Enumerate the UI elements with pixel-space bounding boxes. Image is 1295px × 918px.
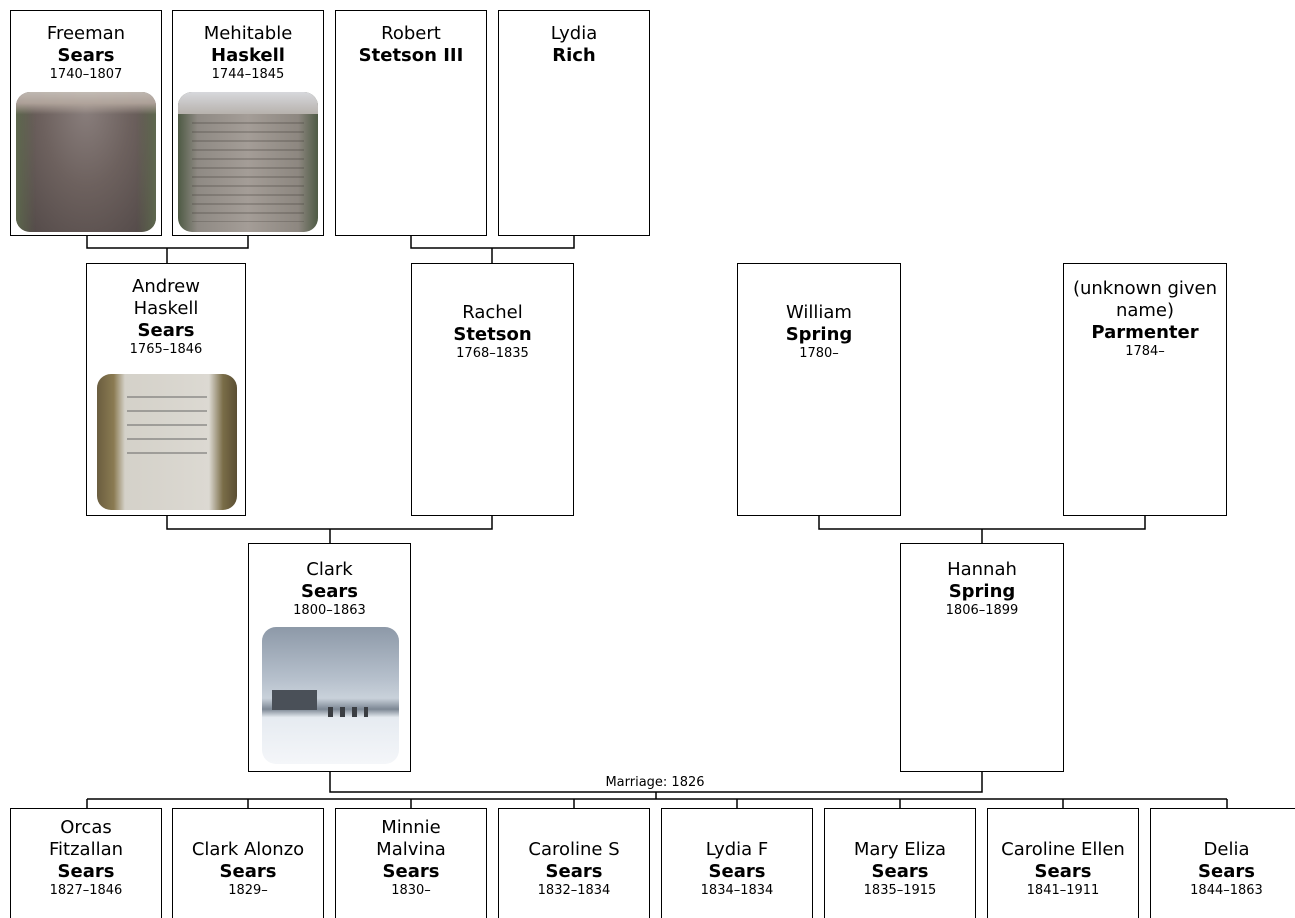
life-dates: 1768–1835 (456, 346, 529, 361)
surname: Stetson (453, 324, 532, 345)
life-dates: 1830– (391, 883, 431, 898)
life-dates: 1832–1834 (537, 883, 611, 898)
given-name: Rachel (462, 302, 523, 323)
surname: Sears (545, 861, 603, 882)
given-name: Robert (381, 23, 441, 44)
surname: Sears (219, 861, 277, 882)
given-name: Delia (1203, 839, 1250, 860)
given-name: Mary Eliza (853, 839, 947, 860)
child-card[interactable]: Mary Eliza Sears 1835–1915 (824, 808, 976, 918)
life-dates: 1827–1846 (49, 883, 123, 898)
life-dates: 1784– (1125, 344, 1165, 359)
surname: Spring (785, 324, 853, 345)
gravestone-photo[interactable] (178, 92, 318, 232)
given-name: (unknown given name) (1072, 278, 1218, 321)
person-card-mehitable-haskell[interactable]: Mehitable Haskell 1744–1845 (172, 10, 324, 236)
person-card-william-spring[interactable]: William Spring 1780– (737, 263, 901, 516)
surname: Sears (382, 861, 440, 882)
person-card-rachel-stetson[interactable]: Rachel Stetson 1768–1835 (411, 263, 574, 516)
person-card-parmenter[interactable]: (unknown given name) Parmenter 1784– (1063, 263, 1227, 516)
given-name: Hannah (947, 559, 1017, 580)
given-name: Orcas Fitzallan (48, 817, 124, 860)
surname: Rich (552, 45, 596, 66)
surname: Sears (1034, 861, 1092, 882)
given-name: Caroline S (528, 839, 620, 860)
surname: Sears (57, 861, 115, 882)
given-name: Freeman (46, 23, 126, 44)
gravestone-photo[interactable] (97, 374, 237, 510)
person-card-andrew-sears[interactable]: Andrew Haskell Sears 1765–1846 (86, 263, 246, 516)
life-dates: 1765–1846 (129, 342, 203, 357)
life-dates: 1834–1834 (700, 883, 774, 898)
life-dates: 1844–1863 (1190, 883, 1263, 898)
person-card-robert-stetson[interactable]: Robert Stetson III (335, 10, 487, 236)
surname: Sears (301, 581, 358, 602)
person-card-clark-sears[interactable]: Clark Sears 1800–1863 (248, 543, 411, 772)
person-card-hannah-spring[interactable]: Hannah Spring 1806–1899 (900, 543, 1064, 772)
surname: Sears (871, 861, 929, 882)
child-card[interactable]: Lydia F Sears 1834–1834 (661, 808, 813, 918)
given-name: Clark (306, 559, 353, 580)
given-name: Clark Alonzo (191, 839, 305, 860)
surname: Sears (708, 861, 766, 882)
given-name: Lydia (550, 23, 598, 44)
person-card-freeman-sears[interactable]: Freeman Sears 1740–1807 (10, 10, 162, 236)
life-dates: 1841–1911 (1026, 883, 1100, 898)
given-name: Andrew Haskell (132, 276, 200, 319)
cemetery-snow-photo[interactable] (262, 627, 399, 764)
given-name: William (786, 302, 852, 323)
surname: Parmenter (1091, 322, 1199, 343)
given-name: Caroline Ellen (1001, 839, 1125, 860)
child-card[interactable]: Caroline Ellen Sears 1841–1911 (987, 808, 1139, 918)
child-card[interactable]: Orcas Fitzallan Sears 1827–1846 (10, 808, 162, 918)
surname: Haskell (211, 45, 285, 66)
surname: Spring (948, 581, 1016, 602)
life-dates: 1744–1845 (211, 67, 285, 82)
surname: Sears (137, 320, 195, 341)
child-card[interactable]: Delia Sears 1844–1863 (1150, 808, 1295, 918)
life-dates: 1806–1899 (945, 603, 1019, 618)
life-dates: 1835–1915 (863, 883, 937, 898)
life-dates: 1780– (799, 346, 839, 361)
life-dates: 1800–1863 (293, 603, 366, 618)
surname: Stetson III (358, 45, 464, 66)
child-card[interactable]: Caroline S Sears 1832–1834 (498, 808, 650, 918)
given-name: Lydia F (705, 839, 769, 860)
gravestone-photo[interactable] (16, 92, 156, 232)
child-card[interactable]: Minnie Malvina Sears 1830– (335, 808, 487, 918)
life-dates: 1829– (228, 883, 268, 898)
person-card-lydia-rich[interactable]: Lydia Rich (498, 10, 650, 236)
given-name: Minnie Malvina (376, 817, 446, 860)
given-name: Mehitable (203, 23, 293, 44)
surname: Sears (1198, 861, 1255, 882)
life-dates: 1740–1807 (49, 67, 123, 82)
child-card[interactable]: Clark Alonzo Sears 1829– (172, 808, 324, 918)
surname: Sears (57, 45, 115, 66)
marriage-label: Marriage: 1826 (560, 775, 750, 791)
